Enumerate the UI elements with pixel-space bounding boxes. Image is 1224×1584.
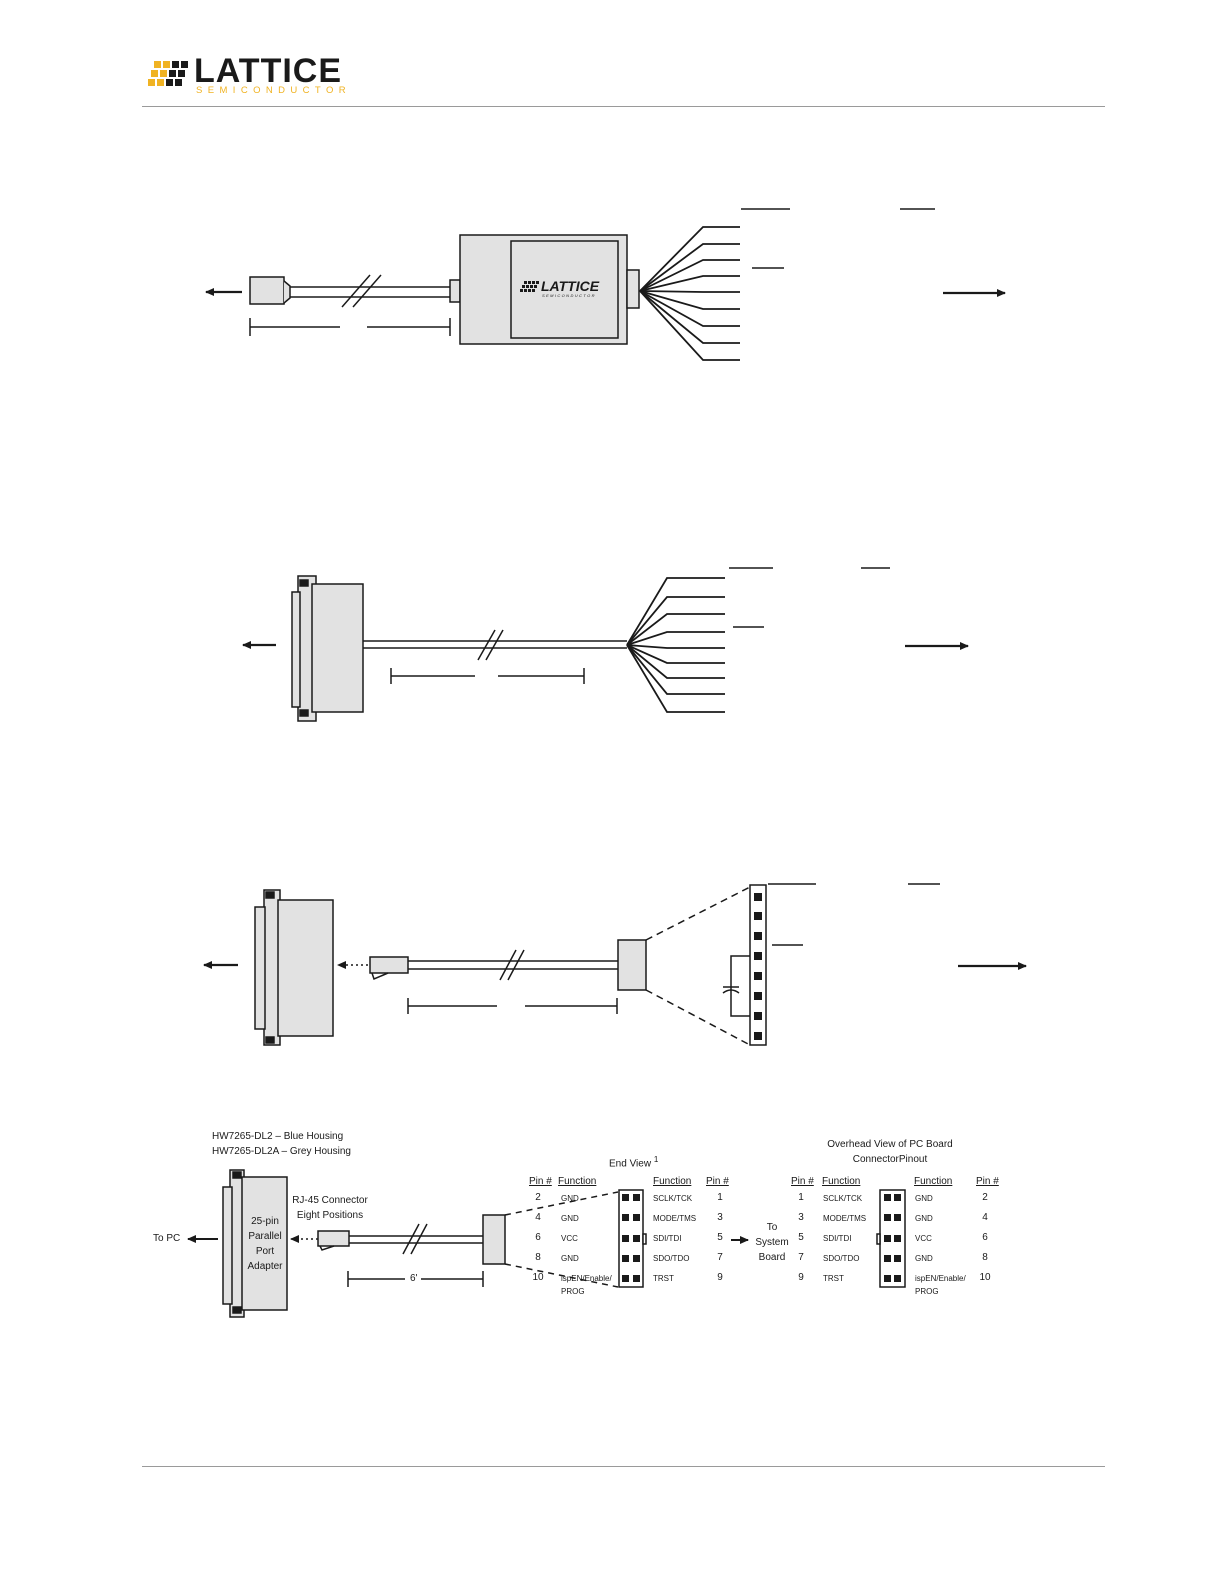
right-row-pin: 7 xyxy=(798,1252,804,1263)
housing-line-1: HW7265-DL2 – Blue Housing xyxy=(212,1131,344,1142)
housing-logo-icon: LATTICE SEMICONDUCTOR xyxy=(520,278,600,298)
right-row-fn-2: PROG xyxy=(915,1287,939,1296)
left-row-pin: 1 xyxy=(717,1192,723,1203)
left-row-pin: 3 xyxy=(717,1212,723,1223)
left-row-fn: GND xyxy=(561,1254,579,1263)
right-function-header: Function xyxy=(822,1176,861,1187)
adapter-label: 25-pin Parallel Port Adapter xyxy=(247,1216,283,1272)
left-function-header-2: Function xyxy=(653,1176,692,1187)
pin-header-8 xyxy=(749,884,767,1046)
right-row-fn: SDO/TDO xyxy=(823,1254,860,1263)
right-row-pin: 4 xyxy=(982,1212,988,1223)
left-row-fn: SCLK/TCK xyxy=(653,1194,693,1203)
rj45-label: RJ-45 Connector Eight Positions xyxy=(292,1195,368,1221)
left-row-fn: GND xyxy=(561,1214,579,1223)
left-function-header: Function xyxy=(558,1176,597,1187)
left-row-fn: SDO/TDO xyxy=(653,1254,690,1263)
right-row-fn: SCLK/TCK xyxy=(823,1194,863,1203)
usb-plug xyxy=(249,276,285,305)
parallel-flywire-figure xyxy=(242,567,969,722)
left-row-pin: 9 xyxy=(717,1272,723,1283)
left-row-pin: 10 xyxy=(532,1272,544,1283)
usb-cable-figure xyxy=(205,208,1006,361)
left-row-pin: 5 xyxy=(717,1232,723,1243)
right-row-pin: 8 xyxy=(982,1252,988,1263)
right-pin-header-2: Pin # xyxy=(976,1176,999,1187)
right-function-header-2: Function xyxy=(914,1176,953,1187)
logo-wordmark: LATTICE xyxy=(194,52,343,90)
parallel-10pin-figure xyxy=(187,1169,906,1318)
left-row-fn-2: PROG xyxy=(561,1287,585,1296)
to-pc-label: To PC xyxy=(153,1233,181,1244)
parallel-port-adapter xyxy=(241,1176,288,1311)
left-row-pin: 4 xyxy=(535,1212,541,1223)
lattice-grid-logo-icon xyxy=(148,61,188,86)
end-view-label: End View 1 xyxy=(609,1155,659,1170)
left-row-fn: SDI/TDI xyxy=(653,1234,682,1243)
left-row-fn: TRST xyxy=(653,1274,674,1283)
to-system-label: To System Board xyxy=(755,1222,789,1263)
lattice-logo: LATTICE SEMICONDUCTOR xyxy=(148,52,363,100)
right-row-pin: 6 xyxy=(982,1232,988,1243)
left-row-pin: 6 xyxy=(535,1232,541,1243)
left-row-pin: 2 xyxy=(535,1192,541,1203)
right-row-pin: 1 xyxy=(798,1192,804,1203)
header-rule xyxy=(142,106,1105,107)
left-pin-header: Pin # xyxy=(529,1176,552,1187)
db25-connector xyxy=(311,583,364,713)
right-pin-header: Pin # xyxy=(791,1176,814,1187)
right-row-pin: 2 xyxy=(982,1192,988,1203)
parallel-rj45-figure xyxy=(203,883,1027,1046)
cable-length-label: 6' xyxy=(410,1273,418,1284)
right-row-fn: TRST xyxy=(823,1274,844,1283)
svg-text:LATTICE: LATTICE xyxy=(541,278,600,294)
right-row-fn: VCC xyxy=(915,1234,932,1243)
logo-subline: SEMICONDUCTOR xyxy=(196,85,351,96)
right-row-pin: 5 xyxy=(798,1232,804,1243)
right-row-pin: 3 xyxy=(798,1212,804,1223)
right-row-pin: 9 xyxy=(798,1272,804,1283)
left-row-fn: GND xyxy=(561,1194,579,1203)
left-row-pin: 7 xyxy=(717,1252,723,1263)
rj45-plug xyxy=(369,956,409,974)
left-row-pin: 8 xyxy=(535,1252,541,1263)
flywire-leads-2 xyxy=(626,577,725,713)
left-row-fn: VCC xyxy=(561,1234,578,1243)
left-row-fn: MODE/TMS xyxy=(653,1214,697,1223)
overhead-header xyxy=(879,1189,906,1288)
overhead-label: Overhead View of PC Board ConnectorPinou… xyxy=(827,1139,953,1165)
footer-rule xyxy=(142,1466,1105,1467)
right-row-fn: GND xyxy=(915,1214,933,1223)
svg-text:SEMICONDUCTOR: SEMICONDUCTOR xyxy=(542,293,596,298)
right-row-fn: GND xyxy=(915,1254,933,1263)
left-pin-header-2: Pin # xyxy=(706,1176,729,1187)
right-row-fn: MODE/TMS xyxy=(823,1214,867,1223)
right-row-pin: 10 xyxy=(979,1272,991,1283)
flywire-leads xyxy=(639,226,740,361)
housing-line-2: HW7265-DL2A – Grey Housing xyxy=(212,1146,351,1157)
left-row-fn: ispEN/Enable/ xyxy=(561,1274,612,1283)
right-row-fn: ispEN/Enable/ xyxy=(915,1274,966,1283)
right-row-fn: GND xyxy=(915,1194,933,1203)
right-row-fn: SDI/TDI xyxy=(823,1234,852,1243)
